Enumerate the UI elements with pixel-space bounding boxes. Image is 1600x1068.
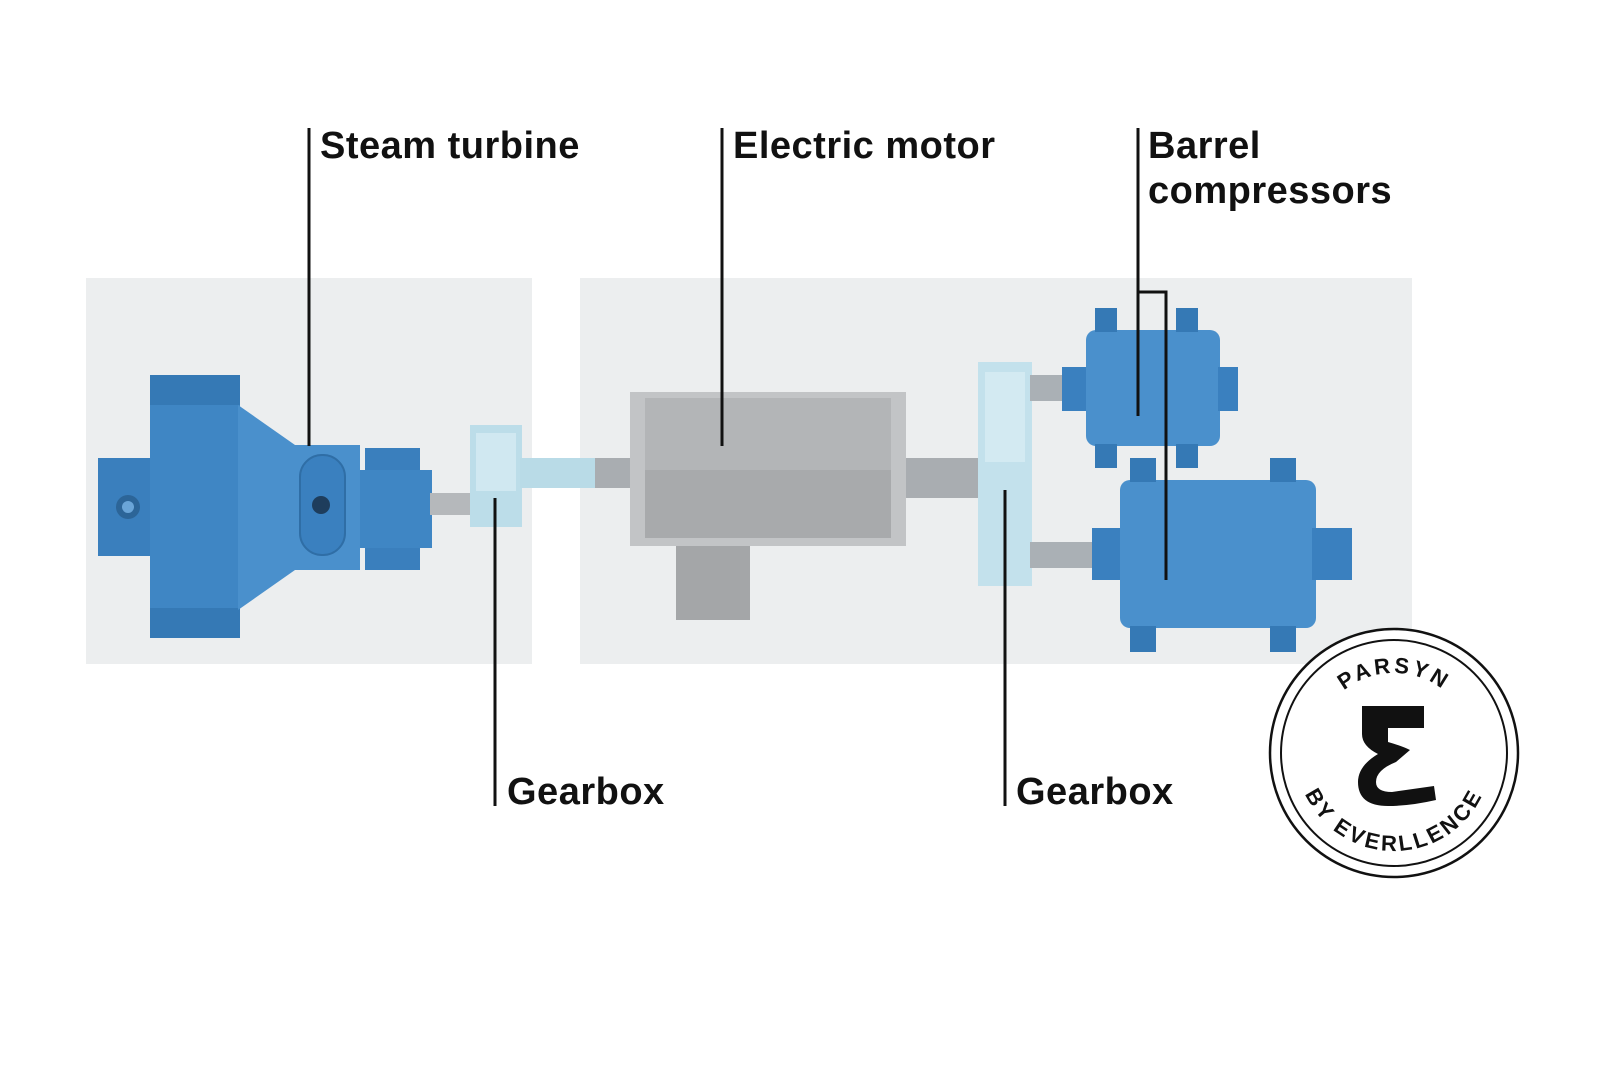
barrel-compressor-top	[1062, 308, 1238, 468]
electric-motor	[630, 392, 906, 620]
label-gearbox-right: Gearbox	[1016, 771, 1174, 813]
turbine-shaft	[430, 493, 475, 515]
gearbox-left	[470, 425, 595, 527]
parsyn-logo: PARSYN BY EVERLLENCE	[1268, 627, 1520, 879]
steam-turbine	[98, 375, 432, 638]
label-steam-turbine: Steam turbine	[320, 125, 580, 167]
motor-shaft-right	[906, 458, 978, 498]
label-compressors: compressors	[1148, 170, 1392, 212]
leader-barrel-bracket	[1138, 290, 1168, 580]
compressor-shaft-bottom	[1030, 542, 1096, 568]
label-gearbox-left: Gearbox	[507, 771, 665, 813]
label-electric-motor: Electric motor	[733, 125, 996, 167]
motor-shaft-left	[595, 458, 631, 488]
barrel-compressor-bottom	[1092, 458, 1352, 652]
label-barrel: Barrel	[1148, 125, 1261, 167]
logo-epsilon-mark	[1358, 706, 1436, 806]
gearbox-right	[978, 362, 1032, 586]
